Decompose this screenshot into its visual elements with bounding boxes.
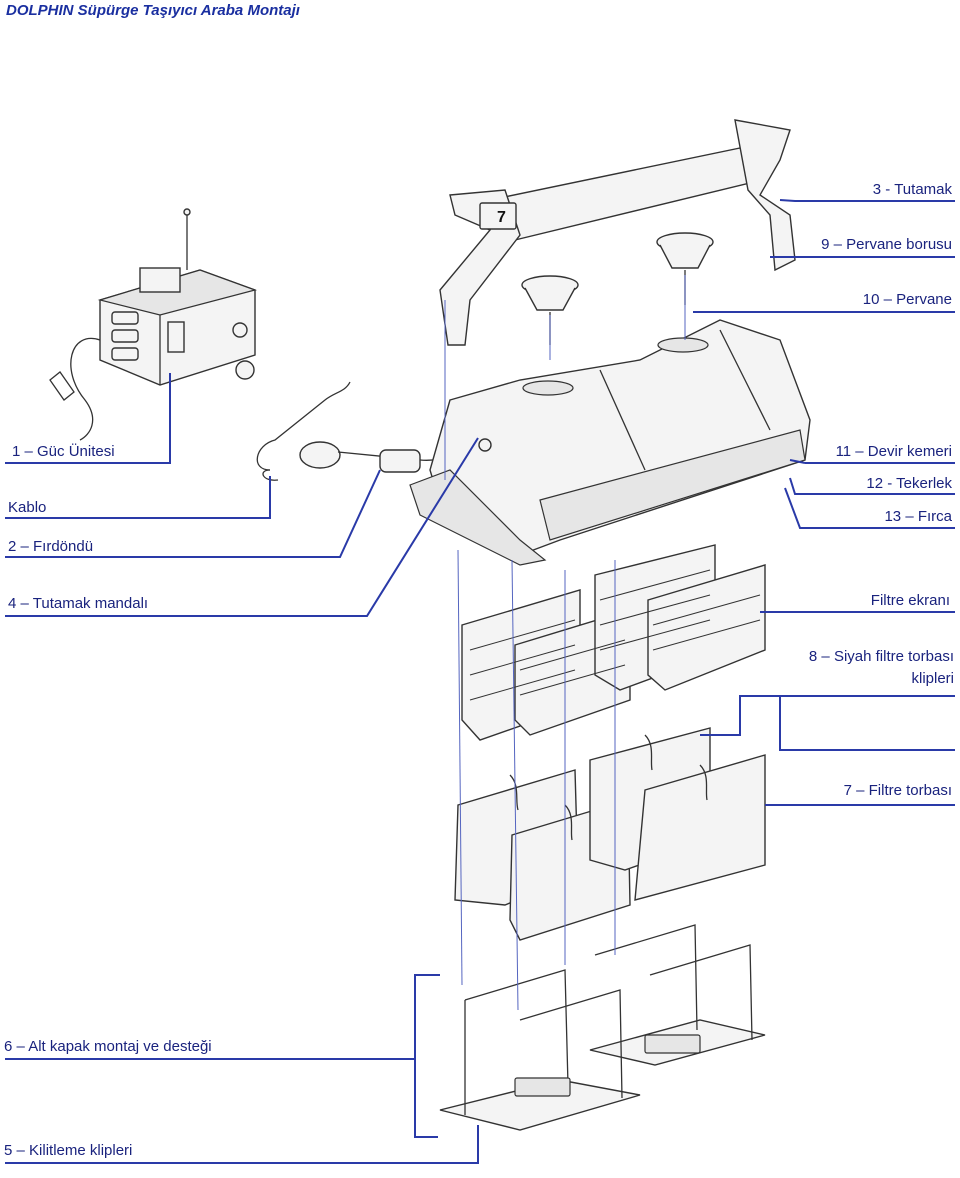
- label-drive-belt: 11 – Devir kemeri: [835, 443, 952, 460]
- handle-drawing: [439, 119, 796, 346]
- filter-screen-drawing: [461, 544, 766, 741]
- bottom-cover-drawing: [439, 924, 766, 1131]
- label-impeller-tube: 9 – Pervane borusu: [821, 236, 952, 253]
- impeller-drawing: [521, 232, 714, 345]
- label-handle-latch: 4 – Tutamak mandalı: [8, 595, 149, 612]
- label-filter-screen: Filtre ekranı: [870, 592, 950, 609]
- leader-lines: [5, 199, 955, 1164]
- callout-number: 7: [497, 209, 506, 226]
- alignment-guides: [444, 275, 686, 1011]
- label-power-unit: 1 – Güc Ünitesi: [12, 443, 115, 460]
- filter-bag-drawing: [454, 727, 766, 941]
- label-swivel: 2 – Fırdöndü: [8, 538, 94, 555]
- label-bag-clips-line2: klipleri: [911, 670, 954, 687]
- label-cable: Kablo: [8, 499, 47, 516]
- cleaner-body-drawing: [409, 319, 811, 566]
- label-wheels: 12 - Tekerlek: [866, 475, 952, 492]
- label-filter-bag: 7 – Filtre torbası: [843, 782, 952, 799]
- label-bag-clips-line1: 8 – Siyah filtre torbası: [808, 648, 954, 665]
- label-locking-clips: 5 – Kilitleme klipleri: [4, 1142, 133, 1159]
- label-impeller: 10 – Pervane: [862, 291, 952, 308]
- label-handle: 3 - Tutamak: [872, 181, 952, 198]
- power-unit-drawing: [49, 208, 258, 441]
- page-title: DOLPHIN Süpürge Taşıyıcı Araba Montajı: [6, 2, 300, 19]
- label-bottom-cover: 6 – Alt kapak montaj ve desteği: [4, 1038, 212, 1055]
- label-brush: 13 – Fırca: [884, 508, 952, 525]
